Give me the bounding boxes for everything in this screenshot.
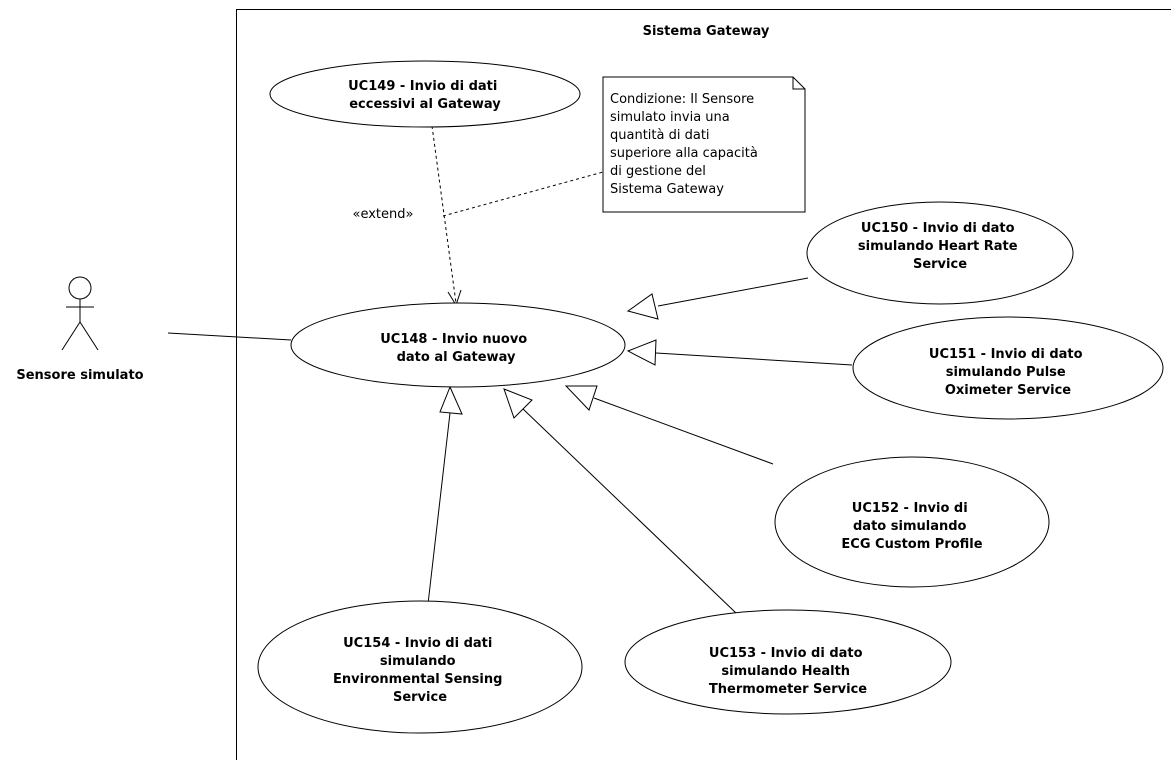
use-case-label: UC149 - Invio di dati eccessivi al Gatew… [348,79,502,112]
use-case-uc151[interactable]: UC151 - Invio di dato simulando Pulse Ox… [852,316,1164,420]
generalization-uc152 [593,397,774,465]
note-text: Condizione: Il Sensore simulato invia un… [610,92,762,197]
generalization-arrow-uc153 [503,388,533,419]
use-case-uc154[interactable]: UC154 - Invio di dati simulando Environm… [257,600,583,734]
use-case-label: UC151 - Invio di dato simulando Pulse Ox… [929,347,1087,398]
actor-right-leg [79,321,99,351]
use-case-uc153[interactable]: UC153 - Invio di dato simulando Health T… [624,609,952,715]
generalization-uc153 [521,407,737,614]
system-title: Sistema Gateway [643,24,770,39]
note-connector [442,171,604,217]
use-case-uc150[interactable]: UC150 - Invio di dato simulando Heart Ra… [806,201,1074,305]
use-case-uc148[interactable]: UC148 - Invio nuovo dato al Gateway [290,302,626,388]
actor-head [68,276,92,300]
use-case-uc152[interactable]: UC152 - Invio di dato simulando ECG Cust… [774,456,1050,588]
condition-note[interactable]: Condizione: Il Sensore simulato invia un… [602,76,806,213]
generalization-uc151 [655,352,853,366]
generalization-arrow-uc152 [564,385,598,411]
actor-sensore-simulato[interactable]: Sensore simulato [16,276,144,383]
use-case-label: UC152 - Invio di dato simulando ECG Cust… [841,501,982,552]
association-line [167,332,292,341]
use-case-uc149[interactable]: UC149 - Invio di dati eccessivi al Gatew… [269,60,581,128]
note-box [602,76,806,213]
note-fold [792,77,805,90]
use-case-label: UC150 - Invio di dato simulando Heart Ra… [858,221,1022,272]
extend-label: «extend» [353,207,414,222]
actor-left-leg [61,321,81,351]
generalization-uc154 [427,412,451,605]
generalization-uc150 [657,277,809,307]
use-case-label: UC148 - Invio nuovo dato al Gateway [380,332,532,365]
actor-name: Sensore simulato [16,368,143,383]
use-case-label: UC154 - Invio di dati simulando Environm… [333,636,507,705]
generalization-arrow-uc154 [439,385,463,415]
use-case-label: UC153 - Invio di dato simulando Health T… [709,646,867,697]
generalization-arrow-uc151 [626,339,657,366]
generalization-arrow-uc150 [626,293,659,320]
